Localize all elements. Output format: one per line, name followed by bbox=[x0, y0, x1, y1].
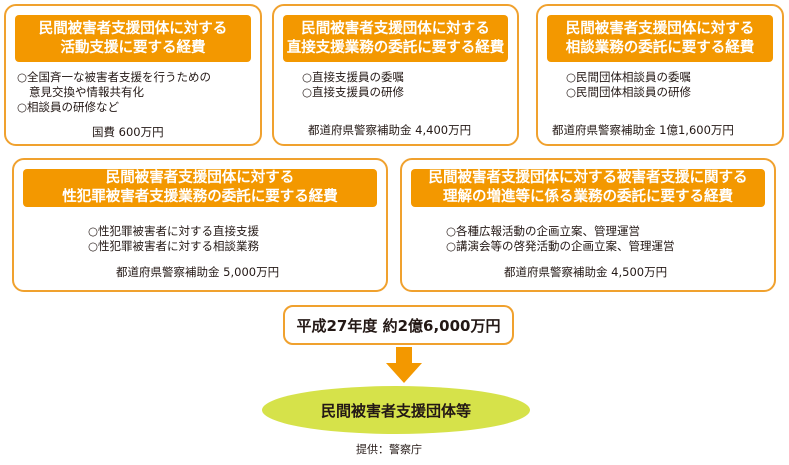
list-item: ○性犯罪被害者に対する直接支援 bbox=[88, 224, 260, 238]
list-item-continued: 意見交換や情報共有化 bbox=[29, 85, 144, 99]
card-title: 民間被害者支援団体に対する 直接支援業務の委託に要する経費 bbox=[283, 15, 508, 62]
item-list: ○性犯罪被害者に対する直接支援 ○性犯罪被害者に対する相談業務 bbox=[88, 224, 259, 254]
funding-amount: 都道府県警察補助金 1億1,600万円 bbox=[552, 123, 734, 137]
list-item: ○講演会等の啓発活動の企画立案、管理運営 bbox=[446, 239, 675, 253]
card-title: 民間被害者支援団体に対する 活動支援に要する経費 bbox=[15, 15, 251, 62]
card-direct-support-outsourcing: 民間被害者支援団体に対する 直接支援業務の委託に要する経費 ○直接支援員の委嘱 … bbox=[272, 4, 519, 146]
card-title-line-2: 性犯罪被害者支援業務の委託に要する経費 bbox=[62, 189, 338, 205]
recipient-label: 民間被害者支援団体等 bbox=[320, 401, 471, 420]
card-sexual-crime-victim-support: 民間被害者支援団体に対する 性犯罪被害者支援業務の委託に要する経費 ○性犯罪被害… bbox=[12, 158, 388, 292]
card-title-line-1: 民間被害者支援団体に対する bbox=[105, 170, 295, 186]
arrow-down-icon bbox=[386, 347, 422, 383]
list-item: ○相談員の研修など bbox=[17, 100, 120, 114]
list-item: ○直接支援員の研修 bbox=[302, 85, 405, 99]
card-title-line-2: 相談業務の委託に要する経費 bbox=[565, 39, 755, 56]
card-title-line-1: 民間被害者支援団体に対する被害者支援に関する bbox=[428, 170, 748, 186]
item-list: ○全国斉一な被害者支援を行うための 意見交換や情報共有化 ○相談員の研修など bbox=[17, 70, 211, 115]
list-item: ○直接支援員の委嘱 bbox=[302, 70, 405, 84]
card-title-line-1: 民間被害者支援団体に対する bbox=[301, 20, 490, 37]
list-item: ○性犯罪被害者に対する相談業務 bbox=[88, 239, 260, 253]
total-budget-label: 平成27年度 約2億6,000万円 bbox=[296, 316, 501, 335]
card-public-awareness-outsourcing: 民間被害者支援団体に対する被害者支援に関する 理解の増進等に係る業務の委託に要す… bbox=[400, 158, 776, 292]
item-list: ○各種広報活動の企画立案、管理運営 ○講演会等の啓発活動の企画立案、管理運営 bbox=[446, 224, 675, 254]
item-list: ○民間団体相談員の委嘱 ○民間団体相談員の研修 bbox=[566, 70, 691, 100]
item-list: ○直接支援員の委嘱 ○直接支援員の研修 bbox=[302, 70, 404, 100]
card-title-line-2: 直接支援業務の委託に要する経費 bbox=[286, 39, 505, 56]
card-title: 民間被害者支援団体に対する 相談業務の委託に要する経費 bbox=[547, 15, 773, 62]
funding-amount: 都道府県警察補助金 4,500万円 bbox=[504, 265, 668, 279]
list-item: ○民間団体相談員の研修 bbox=[566, 85, 692, 99]
card-title-line-1: 民間被害者支援団体に対する bbox=[38, 20, 228, 37]
list-item: ○民間団体相談員の委嘱 bbox=[566, 70, 692, 84]
source-credit: 提供：警察庁 bbox=[356, 443, 422, 456]
card-title: 民間被害者支援団体に対する被害者支援に関する 理解の増進等に係る業務の委託に要す… bbox=[411, 169, 765, 207]
list-item: ○各種広報活動の企画立案、管理運営 bbox=[446, 224, 641, 238]
list-item: ○全国斉一な被害者支援を行うための bbox=[17, 70, 212, 84]
card-title: 民間被害者支援団体に対する 性犯罪被害者支援業務の委託に要する経費 bbox=[23, 169, 377, 207]
recipient-ellipse: 民間被害者支援団体等 bbox=[262, 386, 530, 434]
card-activity-support: 民間被害者支援団体に対する 活動支援に要する経費 ○全国斉一な被害者支援を行うた… bbox=[4, 4, 262, 146]
funding-amount: 都道府県警察補助金 4,400万円 bbox=[308, 123, 472, 137]
card-title-line-1: 民間被害者支援団体に対する bbox=[565, 20, 755, 37]
card-consultation-outsourcing: 民間被害者支援団体に対する 相談業務の委託に要する経費 ○民間団体相談員の委嘱 … bbox=[536, 4, 784, 146]
funding-amount: 国費 600万円 bbox=[92, 125, 164, 139]
funding-amount: 都道府県警察補助金 5,000万円 bbox=[116, 265, 280, 279]
card-title-line-2: 活動支援に要する経費 bbox=[60, 39, 206, 56]
card-title-line-2: 理解の増進等に係る業務の委託に要する経費 bbox=[443, 189, 733, 205]
total-budget: 平成27年度 約2億6,000万円 bbox=[283, 305, 514, 345]
